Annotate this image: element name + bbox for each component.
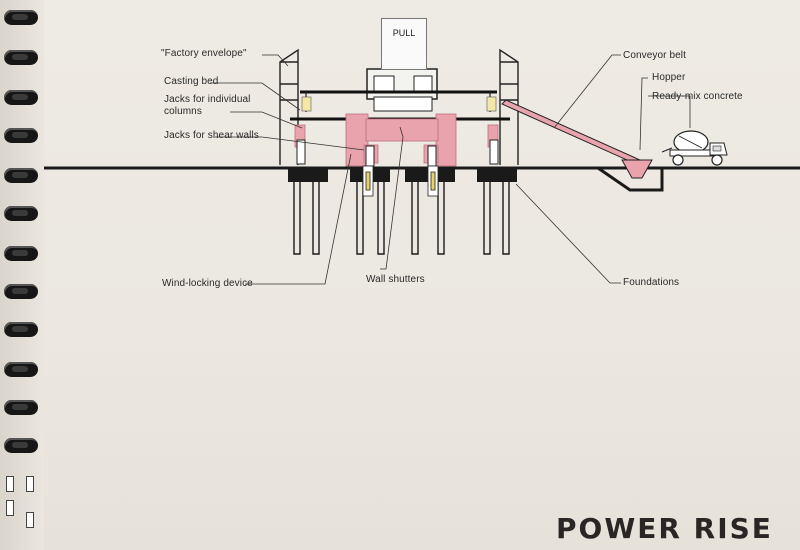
- binding-ring: [4, 438, 38, 453]
- foundation-piles: [293, 182, 510, 255]
- jacks: [296, 139, 499, 167]
- factory-envelope: [279, 48, 519, 165]
- binding-ring: [4, 284, 38, 299]
- label-ready-mix: Ready-mix concrete: [652, 91, 743, 102]
- binding-hole: [26, 476, 34, 492]
- binding-ring: [4, 246, 38, 261]
- label-foundations: Foundations: [623, 277, 680, 288]
- binding-hole: [6, 476, 14, 492]
- label-factory-envelope: "Factory envelope": [161, 48, 247, 59]
- jack-sockets: [362, 165, 439, 197]
- foundations: [288, 168, 517, 182]
- binding-ring: [4, 90, 38, 105]
- binding-hole: [26, 512, 34, 528]
- binding-ring: [4, 400, 38, 415]
- label-wall-shutters: Wall shutters: [366, 274, 425, 285]
- binding-ring: [4, 322, 38, 337]
- label-casting-bed: Casting bed: [164, 76, 219, 87]
- hopper-pit: [597, 159, 664, 192]
- binding-ring: [4, 168, 38, 183]
- binding-hole: [6, 500, 14, 516]
- pull-sign: PULL: [381, 18, 427, 70]
- binding-ring: [4, 128, 38, 143]
- binding-ring: [4, 50, 38, 65]
- ready-mix-truck: [661, 130, 728, 166]
- label-conveyor-belt: Conveyor belt: [623, 50, 686, 61]
- label-jacks-shear-walls: Jacks for shear walls: [164, 130, 259, 141]
- label-jacks-columns-2: columns: [164, 106, 202, 117]
- label-wind-locking: Wind-locking device: [162, 278, 253, 289]
- casting-bed: [294, 113, 499, 167]
- label-jacks-columns-1: Jacks for individual: [164, 94, 251, 105]
- page-title: POWER RISE: [556, 512, 773, 545]
- conveyor-belt: [501, 99, 641, 165]
- leader-lines: [210, 54, 691, 285]
- binding-ring: [4, 10, 38, 25]
- building-upper-floors: [290, 68, 510, 121]
- pull-label: PULL: [392, 28, 416, 38]
- spiral-binding: [0, 0, 44, 550]
- binding-ring: [4, 362, 38, 377]
- binding-ring: [4, 206, 38, 221]
- label-hopper: Hopper: [652, 72, 686, 83]
